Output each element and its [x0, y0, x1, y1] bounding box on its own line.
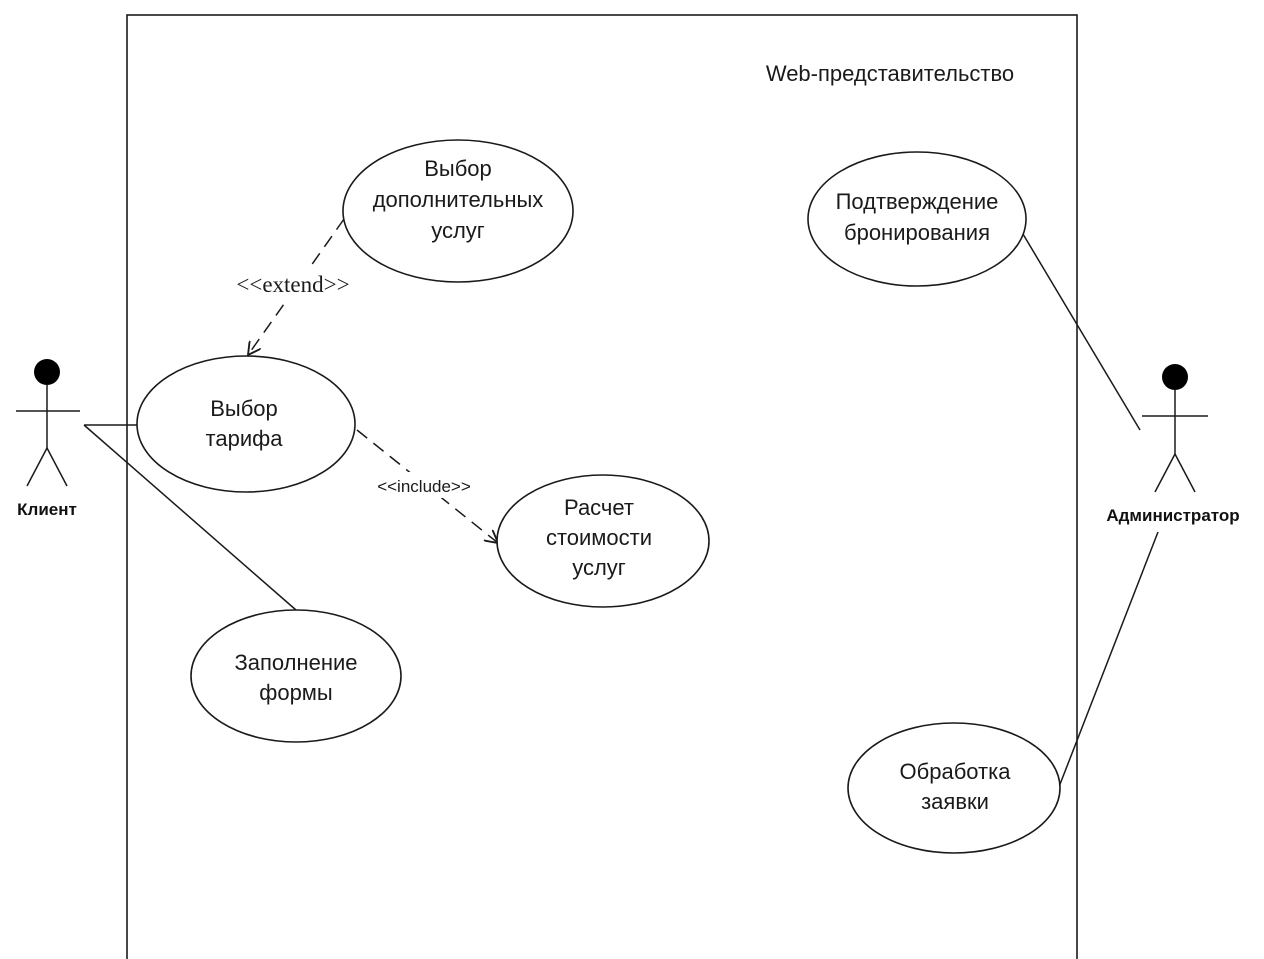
use-case-extra-services-line-1: Выбор — [424, 156, 492, 181]
use-case-cost-calc-line-1: Расчет — [564, 495, 634, 520]
use-case-fill-form-ellipse — [190, 609, 402, 743]
use-case-tariff-line-2: тарифа — [206, 426, 284, 451]
use-case-cost-calc-ellipse — [496, 474, 710, 608]
actor-admin-right-leg — [1174, 453, 1196, 493]
use-case-request-processing-line-2: заявки — [921, 789, 989, 814]
use-case-cost-calc-line-2: стоимости — [546, 525, 652, 550]
use-case-tariff-ellipse — [136, 355, 356, 493]
use-case-request-processing[interactable]: Обработка заявки — [847, 722, 1061, 854]
use-case-booking-confirm[interactable]: Подтверждение бронирования — [807, 151, 1027, 287]
actor-client-right-leg — [46, 447, 68, 487]
actor-admin-left-leg — [1154, 453, 1176, 493]
use-case-extra-services-line-2: дополнительных — [373, 187, 544, 212]
system-title: Web-представительство — [766, 61, 1014, 86]
extend-label-bg — [218, 266, 368, 300]
extend-label: <<extend>> — [236, 272, 349, 297]
actor-admin-label: Администратор — [1106, 506, 1239, 525]
extend-arrow — [248, 218, 345, 355]
association-admin-request — [1056, 531, 1159, 793]
include-label-bg — [358, 472, 490, 498]
use-case-fill-form-line-2: формы — [259, 680, 333, 705]
actor-client-left-leg — [26, 447, 48, 487]
system-boundary — [126, 14, 1078, 959]
actor-client-head — [34, 359, 60, 385]
association-admin-booking — [1013, 218, 1141, 431]
actor-client[interactable]: Клиент — [16, 359, 80, 519]
association-client-form — [83, 424, 297, 611]
include-label: <<include>> — [377, 477, 471, 496]
use-case-booking-confirm-line-1: Подтверждение — [836, 189, 999, 214]
use-case-booking-confirm-ellipse — [807, 151, 1027, 287]
actor-admin-head — [1162, 364, 1188, 390]
use-case-booking-confirm-line-2: бронирования — [844, 220, 990, 245]
use-case-request-processing-line-1: Обработка — [900, 759, 1012, 784]
actor-client-label: Клиент — [17, 500, 77, 519]
use-case-request-processing-ellipse — [847, 722, 1061, 854]
use-case-extra-services[interactable]: Выбор дополнительных услуг — [342, 139, 574, 283]
use-case-fill-form[interactable]: Заполнение формы — [190, 609, 402, 743]
use-case-cost-calc-line-3: услуг — [572, 555, 626, 580]
use-case-fill-form-line-1: Заполнение — [234, 650, 357, 675]
use-case-tariff-line-1: Выбор — [210, 396, 278, 421]
use-case-cost-calc[interactable]: Расчет стоимости услуг — [496, 474, 710, 608]
actor-admin[interactable]: Администратор — [1106, 364, 1240, 525]
use-case-extra-services-ellipse — [342, 139, 574, 283]
use-case-extra-services-line-3: услуг — [431, 218, 485, 243]
use-case-tariff[interactable]: Выбор тарифа — [136, 355, 356, 493]
